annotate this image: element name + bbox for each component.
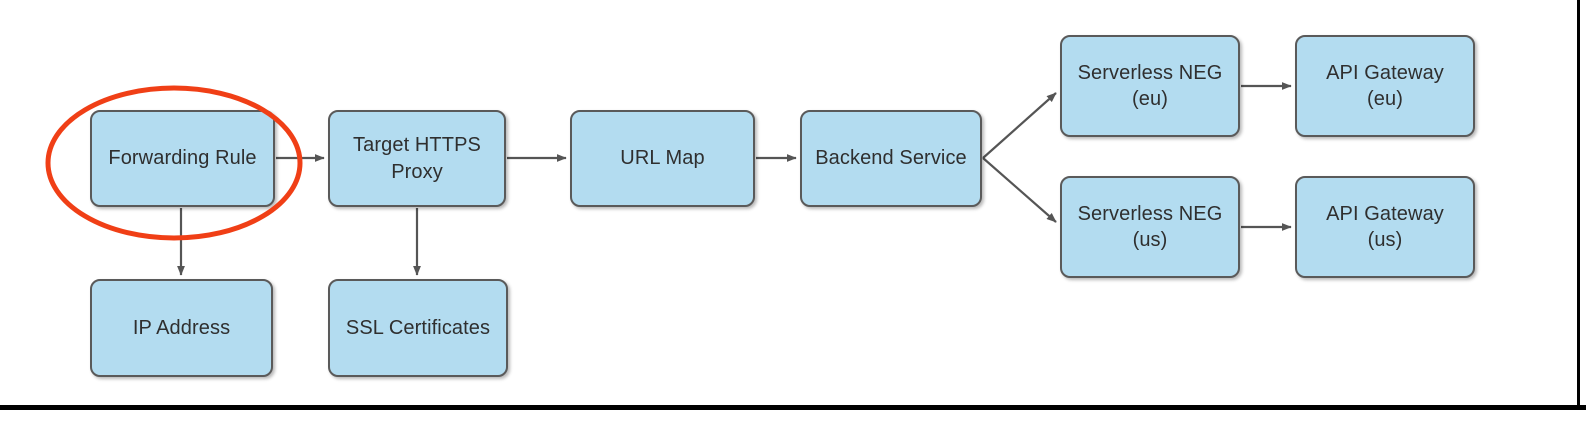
node-ssl-certificates[interactable]: SSL Certificates [328, 279, 508, 377]
node-api-gateway-us[interactable]: API Gateway (us) [1295, 176, 1475, 278]
node-label-backend-service: Backend Service [815, 147, 967, 170]
node-label-ssl-certificates: SSL Certificates [345, 316, 491, 339]
node-ip-address[interactable]: IP Address [90, 279, 273, 377]
node-api-gateway-eu[interactable]: API Gateway (eu) [1295, 35, 1475, 137]
edge-backend-service-to-serverless-neg-us [982, 157, 1057, 223]
viewport-right-border [1577, 0, 1580, 406]
node-url-map[interactable]: URL Map [570, 110, 755, 207]
node-label-ip-address: IP Address [132, 316, 231, 339]
node-label-forwarding-rule: Forwarding Rule [108, 147, 257, 170]
node-label-api-gateway-us: API Gateway (us) [1326, 202, 1444, 251]
node-label-serverless-neg-eu: Serverless NEG (eu) [1077, 61, 1223, 110]
node-backend-service[interactable]: Backend Service [800, 110, 982, 207]
node-forwarding-rule[interactable]: Forwarding Rule [90, 110, 275, 207]
node-serverless-neg-eu[interactable]: Serverless NEG (eu) [1060, 35, 1240, 137]
node-label-serverless-neg-us: Serverless NEG (us) [1077, 202, 1223, 251]
node-serverless-neg-us[interactable]: Serverless NEG (us) [1060, 176, 1240, 278]
edge-backend-service-to-serverless-neg-eu [982, 92, 1057, 159]
node-target-https-proxy[interactable]: Target HTTPS Proxy [328, 110, 506, 207]
node-label-target-https-proxy: Target HTTPS Proxy [353, 134, 481, 183]
node-label-api-gateway-eu: API Gateway (eu) [1326, 61, 1444, 110]
viewport-bottom-border [0, 405, 1586, 410]
node-label-url-map: URL Map [620, 147, 705, 170]
